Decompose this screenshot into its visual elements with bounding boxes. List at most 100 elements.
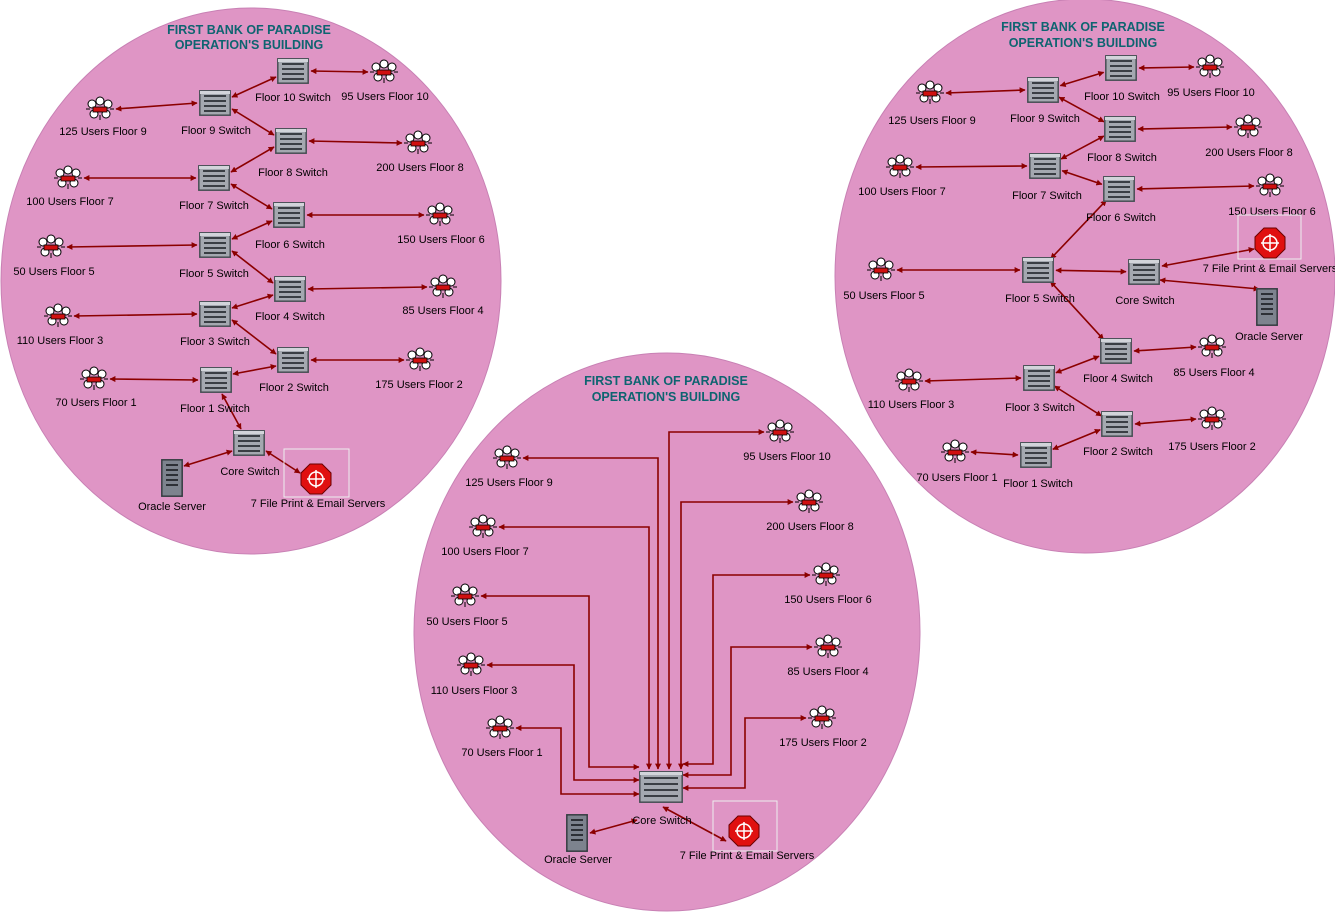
right-link-floor-3-users [924,375,1022,384]
right-users-label-110-users-floor-3: 110 Users Floor 3 [868,399,955,411]
right-oracle-server-icon[interactable] [1255,287,1279,327]
right-router-label: 7 File Print & Email Servers [1203,263,1335,275]
left-floor-4-switch-icon[interactable] [273,275,307,303]
right-floor-6-switch-icon[interactable] [1102,175,1136,203]
center-core-switch-label: Core Switch [632,815,691,827]
left-link-core-router [265,450,301,474]
left-switch-label-floor-10-switch: Floor 10 Switch [255,92,331,104]
right-floor-8-switch-icon[interactable] [1103,115,1137,143]
center-core-switch-icon[interactable] [638,770,684,804]
left-switch-label-floor-9-switch: Floor 9 Switch [181,125,251,137]
left-link-floor-4-users [307,284,428,292]
right-router-icon[interactable] [1254,227,1286,259]
right-switch-label-core-switch: Core Switch [1115,295,1174,307]
right-switch-label-floor-9-switch: Floor 9 Switch [1010,113,1080,125]
center-building-circle [413,352,921,912]
right-title-line2: OPERATION'S BUILDING [1009,36,1158,50]
right-floor-5-switch-icon[interactable] [1021,256,1055,284]
right-floor-9-switch-icon[interactable] [1026,76,1060,104]
left-switch-label-floor-2-switch: Floor 2 Switch [259,382,329,394]
left-users-label-110-users-floor-3: 110 Users Floor 3 [17,335,104,347]
left-router-label: 7 File Print & Email Servers [251,498,386,510]
left-floor-10-switch-icon[interactable] [276,57,310,85]
left-link-switch-chain-8 [232,364,277,376]
right-link-switch-chain-3 [1061,169,1103,186]
right-link-switch-chain-5 [1055,267,1127,275]
left-switch-label-floor-1-switch: Floor 1 Switch [180,403,250,415]
right-floor-4-switch-icon[interactable] [1099,337,1133,365]
right-switch-label-floor-2-switch: Floor 2 Switch [1083,446,1153,458]
right-link-switch-chain-8 [1053,385,1103,417]
left-link-floor-10-users [310,68,369,75]
center-users-label-110-users-floor-3: 110 Users Floor 3 [431,685,518,697]
right-switch-label-floor-3-switch: Floor 3 Switch [1005,402,1075,414]
right-users-label-85-users-floor-4: 85 Users Floor 4 [1173,367,1254,379]
center-users-label-70-users-floor-1: 70 Users Floor 1 [461,747,542,759]
left-link-switch-chain-4 [231,220,273,240]
right-users-label-175-users-floor-2: 175 Users Floor 2 [1168,441,1255,453]
left-floor-2-switch-icon[interactable] [276,346,310,374]
left-link-switch-chain-7 [231,319,277,355]
left-link-core-server [183,449,233,468]
center-users-label-100-users-floor-7: 100 Users Floor 7 [441,546,528,558]
left-link-switch-chain-3 [230,183,273,210]
left-switch-label-floor-6-switch: Floor 6 Switch [255,239,325,251]
left-users-label-85-users-floor-4: 85 Users Floor 4 [402,305,483,317]
right-link-switch-chain-9 [1052,428,1101,451]
left-link-floor-1-users [109,376,199,383]
left-switch-label-floor-3-switch: Floor 3 Switch [180,336,250,348]
left-floor-1-switch-icon[interactable] [199,366,233,394]
left-router-frame [283,448,350,498]
left-router-icon[interactable] [300,463,332,495]
right-link-floor-8-users [1137,124,1233,132]
left-floor-6-switch-icon[interactable] [272,201,306,229]
center-link-floor-10-users [666,429,765,770]
right-users-label-200-users-floor-8: 200 Users Floor 8 [1205,147,1292,159]
right-switch-label-floor-7-switch: Floor 7 Switch [1012,190,1082,202]
center-users-label-125-users-floor-9: 125 Users Floor 9 [465,477,552,489]
center-oracle-server-label: Oracle Server [544,854,612,866]
right-switch-label-floor-10-switch: Floor 10 Switch [1084,91,1160,103]
left-core-switch-icon[interactable] [232,429,266,457]
center-link-core-router [662,806,727,842]
left-users-label-95-users-floor-10: 95 Users Floor 10 [341,91,428,103]
left-link-floor-5-users [66,242,198,250]
center-users-label-200-users-floor-8: 200 Users Floor 8 [766,521,853,533]
left-floor-3-switch-icon[interactable] [198,300,232,328]
center-link-core-server [589,818,638,835]
left-title-line1: FIRST BANK OF PARADISE [167,23,331,37]
center-router-frame [712,800,778,852]
center-router-icon[interactable] [728,815,760,847]
left-floor-8-switch-icon[interactable] [274,127,308,155]
right-floor-2-switch-icon[interactable] [1100,410,1134,438]
left-switch-label-floor-4-switch: Floor 4 Switch [255,311,325,323]
left-link-switch-chain-1 [231,108,275,136]
left-oracle-server-icon[interactable] [160,458,184,498]
center-users-label-95-users-floor-10: 95 Users Floor 10 [743,451,830,463]
right-link-switch-chain-7 [1055,355,1100,374]
right-link-floor-10-users [1138,64,1195,71]
right-link-core-server [1159,277,1260,292]
right-users-label-50-users-floor-5: 50 Users Floor 5 [843,290,924,302]
center-router-label: 7 File Print & Email Servers [680,850,815,862]
center-oracle-server-icon[interactable] [565,813,589,853]
center-link-floor-8-users [678,499,794,770]
left-users-label-175-users-floor-2: 175 Users Floor 2 [375,379,462,391]
right-link-floor-1-users [970,449,1019,458]
left-floor-7-switch-icon[interactable] [197,164,231,192]
center-title-line1: FIRST BANK OF PARADISE [584,374,748,388]
right-floor-10-switch-icon[interactable] [1104,54,1138,82]
left-switch-label-floor-5-switch: Floor 5 Switch [179,268,249,280]
center-users-label-85-users-floor-4: 85 Users Floor 4 [787,666,868,678]
left-link-floor1-core [221,393,242,430]
right-floor-1-switch-icon[interactable] [1019,441,1053,469]
right-floor-7-switch-icon[interactable] [1028,152,1062,180]
center-link-floor-7-users [498,524,652,770]
right-floor-3-switch-icon[interactable] [1022,364,1056,392]
left-floor-9-switch-icon[interactable] [198,89,232,117]
left-floor-5-switch-icon[interactable] [198,231,232,259]
left-link-floor-3-users [73,311,198,319]
right-core-switch-icon[interactable] [1127,258,1161,286]
right-link-floor-6-users [1136,183,1255,192]
